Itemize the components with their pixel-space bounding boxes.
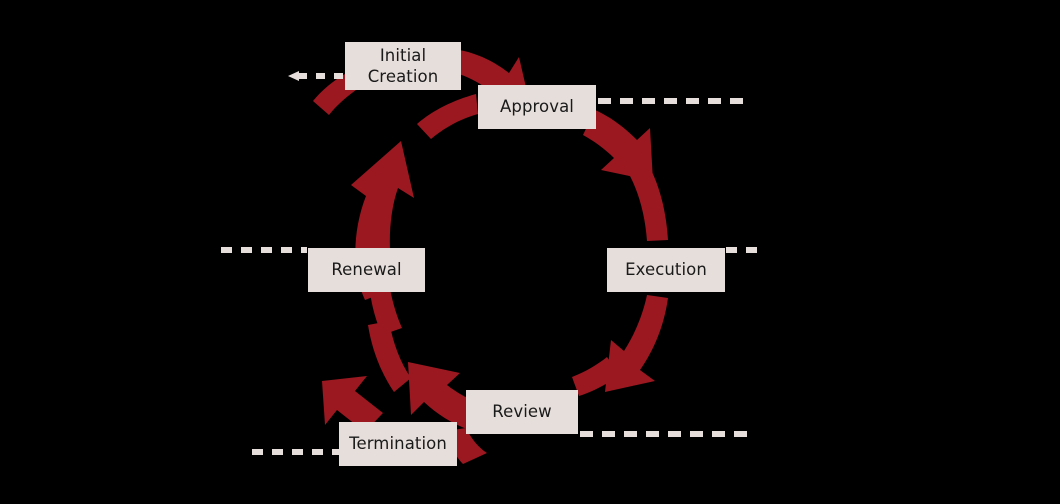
arc-segment-review-tail xyxy=(572,357,619,396)
node-termination[interactable]: Termination xyxy=(339,422,457,466)
node-execution[interactable]: Execution xyxy=(607,248,725,292)
arrow-termination-to-renewal xyxy=(368,321,411,392)
arc-segment-approval-leadin xyxy=(417,94,478,139)
node-label-initial-creation: Initial Creation xyxy=(367,45,439,86)
arrow-review-to-termination xyxy=(408,362,477,430)
node-label-execution: Execution xyxy=(625,260,707,280)
node-label-approval: Approval xyxy=(499,97,574,117)
arc-segment-renewal-lower xyxy=(370,289,402,335)
arrowhead-termination xyxy=(322,376,383,432)
node-label-review: Review xyxy=(492,402,552,422)
arrow-execution-to-review xyxy=(605,295,668,392)
node-initial-creation[interactable]: Initial Creation xyxy=(345,42,461,90)
node-renewal[interactable]: Renewal xyxy=(308,248,425,292)
arc-segment-execution-upper xyxy=(623,152,668,241)
node-review[interactable]: Review xyxy=(466,390,578,434)
node-label-renewal: Renewal xyxy=(331,260,402,280)
connector-initial-creation-arrowhead xyxy=(288,71,299,81)
external-connectors-group xyxy=(221,71,757,455)
node-label-termination: Termination xyxy=(349,434,447,454)
node-approval[interactable]: Approval xyxy=(478,85,596,129)
